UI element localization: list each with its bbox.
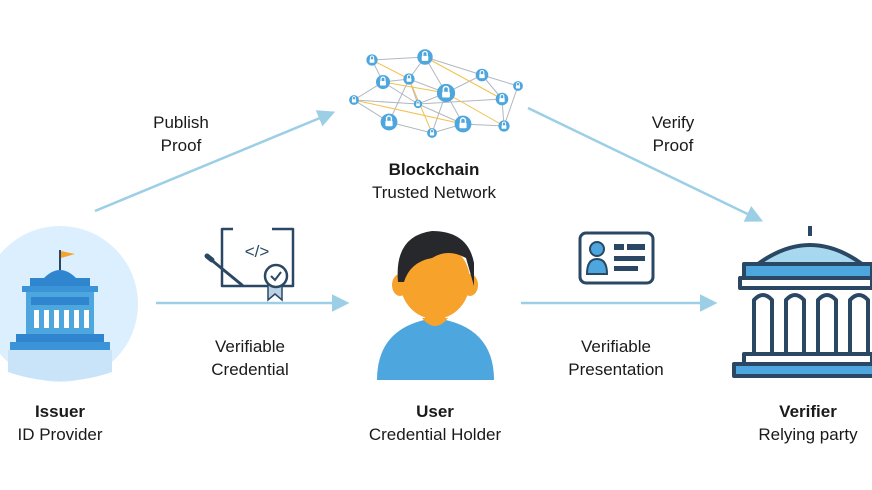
arrow-verify-proof bbox=[527, 106, 764, 222]
label-verifiable-presentation: Verifiable Presentation bbox=[568, 335, 663, 381]
government-building-icon bbox=[0, 226, 138, 382]
user-subtitle: Credential Holder bbox=[368, 425, 502, 444]
person-avatar-icon bbox=[377, 231, 494, 380]
verify-proof-line2: Proof bbox=[652, 136, 694, 155]
svg-text:</>: </> bbox=[245, 242, 270, 261]
blockchain-subtitle: Trusted Network bbox=[371, 183, 497, 202]
user-title: User bbox=[416, 402, 454, 421]
blockchain-title: Blockchain bbox=[388, 160, 480, 179]
verifiable-presentation-line2: Presentation bbox=[568, 360, 664, 379]
blockchain-network-icon bbox=[348, 48, 524, 139]
label-publish-proof: Publish Proof bbox=[153, 111, 209, 157]
label-verifiable-credential: Verifiable Credential bbox=[211, 335, 289, 381]
verifier-subtitle: Relying party bbox=[758, 425, 858, 444]
arrows bbox=[94, 106, 764, 312]
label-verify-proof: Verify Proof bbox=[652, 111, 695, 157]
certificate-icon: </> bbox=[204, 227, 295, 302]
node-label-verifier: Verifier Relying party bbox=[758, 400, 857, 446]
node-label-user: User Credential Holder bbox=[369, 400, 501, 446]
verifiable-credential-line1: Verifiable bbox=[215, 337, 285, 356]
bank-building-icon bbox=[732, 226, 872, 378]
issuer-title: Issuer bbox=[34, 402, 86, 421]
node-label-blockchain: Blockchain Trusted Network bbox=[372, 158, 496, 204]
verify-proof-line1: Verify bbox=[651, 113, 695, 132]
publish-proof-line2: Proof bbox=[160, 136, 202, 155]
issuer-subtitle: ID Provider bbox=[17, 425, 103, 444]
arrow-publish-proof bbox=[94, 110, 336, 213]
verifiable-presentation-line1: Verifiable bbox=[581, 337, 651, 356]
verifier-title: Verifier bbox=[779, 402, 837, 421]
publish-proof-line1: Publish bbox=[153, 113, 209, 132]
verifiable-credential-line2: Credential bbox=[211, 360, 289, 379]
id-card-icon bbox=[578, 231, 655, 285]
node-label-issuer: Issuer ID Provider bbox=[17, 400, 102, 446]
